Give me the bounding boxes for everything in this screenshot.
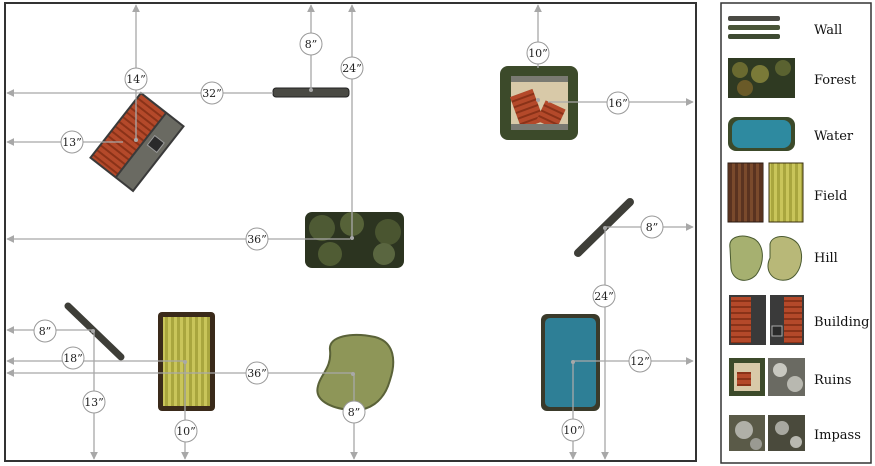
svg-text:10”: 10” [563, 424, 583, 437]
hill-piece [316, 333, 395, 412]
svg-text:16”: 16” [608, 97, 628, 110]
measure-label: 8” [640, 215, 664, 239]
legend-label-impass: Impass [814, 428, 861, 443]
building-piece [89, 91, 185, 193]
measure-label: 10” [174, 419, 198, 443]
ruins-icon [729, 358, 805, 396]
measure-label: 12” [628, 349, 652, 373]
measure-label: 8” [342, 400, 366, 424]
svg-text:36”: 36” [247, 233, 267, 246]
water-icon [728, 117, 795, 151]
svg-text:24”: 24” [342, 62, 362, 75]
svg-text:8”: 8” [305, 38, 318, 51]
svg-text:13”: 13” [84, 396, 104, 409]
measurement-labels: 14” 8” 24” 32” 13” 10” 16” 36” 8” 24” 8”… [33, 32, 664, 443]
legend-label-water: Water [814, 129, 854, 144]
legend-label-building: Building [814, 315, 869, 330]
measure-label: 8” [299, 32, 323, 56]
legend-label-field: Field [814, 189, 847, 204]
legend-label-wall: Wall [814, 23, 842, 38]
field-icon [727, 162, 804, 223]
measure-label: 36” [245, 227, 269, 251]
wall-icon [728, 16, 780, 39]
svg-text:24”: 24” [594, 290, 614, 303]
measure-label: 13” [82, 390, 106, 414]
measure-label: 24” [592, 284, 616, 308]
measure-label: 10” [526, 41, 550, 65]
legend-label-hill: Hill [814, 251, 838, 266]
measure-label: 32” [200, 81, 224, 105]
measure-label: 24” [340, 56, 364, 80]
measure-label: 13” [60, 130, 84, 154]
water-piece [541, 314, 600, 411]
legend-panel: Wall Forest Water Field Hill [720, 2, 872, 464]
arrow-origin-dots [91, 88, 607, 376]
svg-text:36”: 36” [247, 367, 267, 380]
svg-text:8”: 8” [646, 221, 659, 234]
forest-piece [305, 212, 404, 268]
svg-text:10”: 10” [176, 425, 196, 438]
svg-text:10”: 10” [528, 47, 548, 60]
measure-label: 16” [606, 91, 630, 115]
svg-text:8”: 8” [39, 325, 52, 338]
svg-text:12”: 12” [630, 355, 650, 368]
measure-label: 36” [245, 361, 269, 385]
svg-text:18”: 18” [63, 352, 83, 365]
ruins-piece [500, 66, 578, 140]
svg-text:32”: 32” [202, 87, 222, 100]
svg-text:14”: 14” [126, 73, 146, 86]
forest-icon [728, 58, 795, 98]
building-icon [729, 295, 804, 345]
measure-label: 8” [33, 319, 57, 343]
hill-icon [729, 235, 802, 281]
legend-label-forest: Forest [814, 73, 857, 88]
measure-label: 14” [124, 67, 148, 91]
svg-text:8”: 8” [348, 406, 361, 419]
measure-label: 10” [561, 418, 585, 442]
impass-icon [729, 415, 805, 451]
svg-text:13”: 13” [62, 136, 82, 149]
measure-label: 18” [61, 346, 85, 370]
legend-label-ruins: Ruins [814, 373, 851, 388]
